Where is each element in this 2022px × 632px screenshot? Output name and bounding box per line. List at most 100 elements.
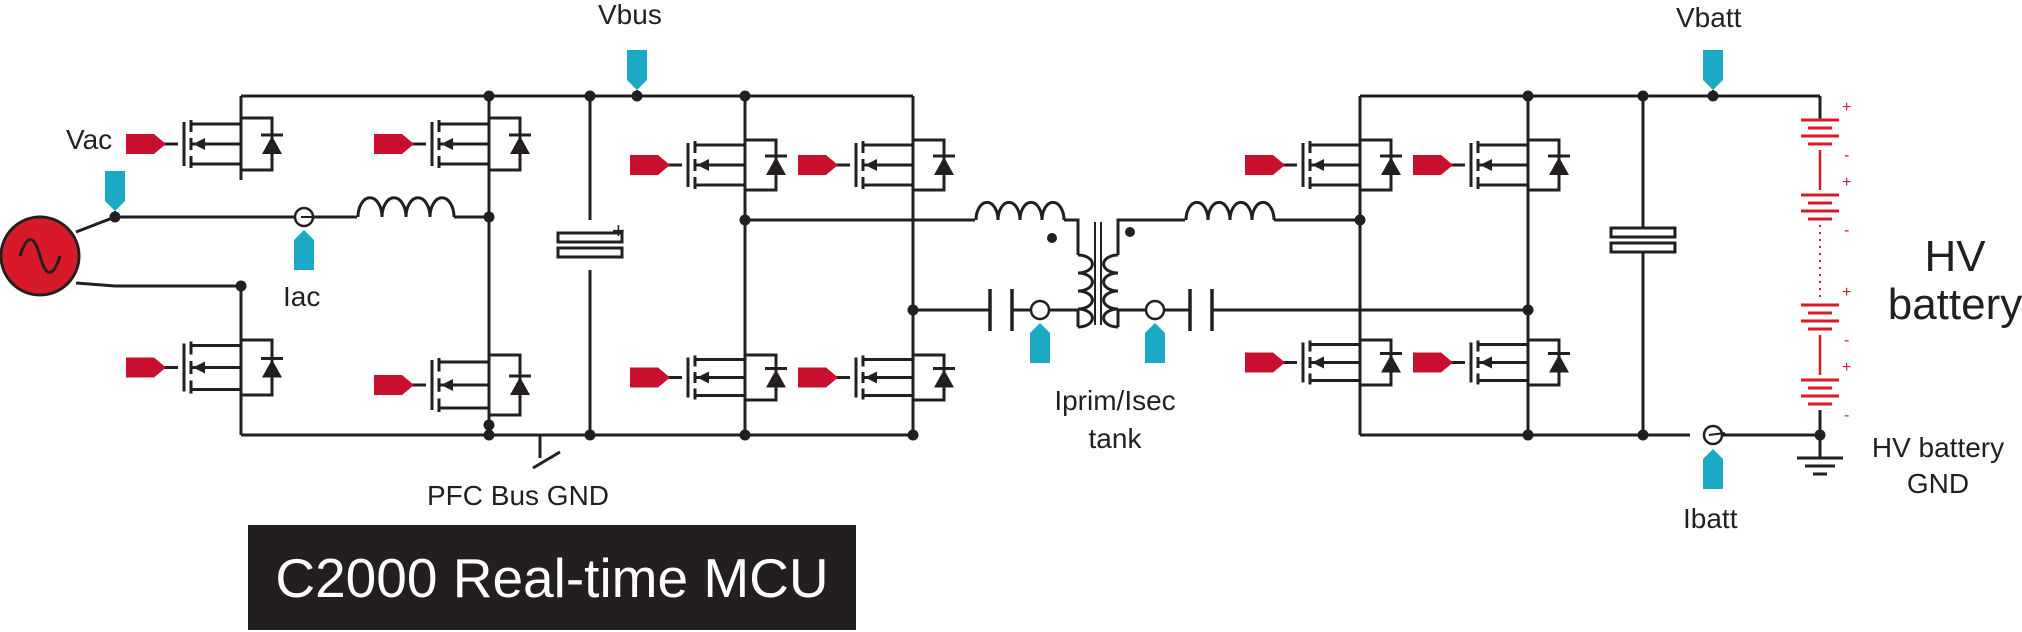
diode-lead (1528, 338, 1561, 387)
gate-drive-arrow-icon (1245, 155, 1285, 175)
hv-battery-gnd-line1: HV battery (1871, 432, 2005, 463)
mosfet-icon (854, 345, 955, 410)
junction-dot (1522, 90, 1534, 102)
body-arrow (1480, 159, 1492, 171)
sine-glyph (18, 238, 62, 274)
source-lead (191, 162, 243, 180)
gate-drive-arrow-icon (630, 155, 670, 175)
cap-plate (1609, 226, 1677, 239)
wire (75, 215, 304, 234)
inductor-icon (1077, 253, 1094, 329)
sense-probe-icon (1145, 323, 1165, 363)
drain-lead (863, 345, 915, 361)
vbus-label: Vbus (598, 0, 662, 30)
source-lead (1310, 183, 1362, 200)
body-lead (1310, 361, 1362, 381)
iprim-isec-label: Iprim/Isec tank (1030, 386, 1200, 454)
mosfet-icon (1301, 330, 1402, 395)
junction-dots (109, 90, 1826, 441)
battery-cell-icon: +- (1801, 359, 1851, 424)
gate-drive-arrow-icon (374, 134, 414, 154)
body-arrow (865, 371, 877, 384)
sense-probe-icon (1703, 50, 1723, 90)
body-lead (191, 142, 243, 164)
diode-lead (1360, 338, 1393, 387)
diode-triangle (262, 136, 282, 154)
mosfet-icon (1469, 130, 1570, 200)
inductor-icon (1102, 253, 1119, 329)
cell-minus: - (1844, 407, 1849, 424)
drain-lead (1478, 330, 1530, 346)
junction-dot (1814, 429, 1826, 441)
sense-points (105, 50, 1726, 489)
battery-cell-icon: +- (1801, 284, 1851, 349)
source-lead (439, 162, 491, 180)
sense-probe-icon (1703, 449, 1723, 489)
body-lead (1310, 163, 1362, 185)
body-arrow (441, 379, 453, 391)
mosfet-icon (182, 108, 283, 180)
junction-dot (739, 429, 751, 441)
body-lead (695, 163, 747, 185)
hv-battery-line1: HV (1924, 232, 1986, 281)
diode-lead (489, 353, 522, 417)
cell-minus: - (1844, 222, 1849, 239)
sense-probe-icon (294, 230, 314, 270)
cell-minus: - (1844, 332, 1849, 349)
junction-dot (483, 90, 495, 102)
junction-dot (483, 419, 495, 431)
hv-battery-line2: battery (1887, 280, 2022, 329)
body-arrow (193, 361, 205, 374)
junction-dot (739, 90, 751, 102)
capacitor-icon (988, 289, 1014, 331)
capacitor-icon (556, 231, 624, 259)
gate-drive-arrow-icon (126, 134, 166, 154)
cell-plus: + (1842, 359, 1851, 376)
body-lead (439, 383, 491, 408)
capacitor-icon (1188, 289, 1214, 331)
junction-dot (584, 90, 596, 102)
wires (75, 94, 1822, 470)
diode-triangle (766, 157, 786, 175)
gate-drive-arrow-icon (798, 367, 838, 388)
gate-drive-arrow-icon (630, 367, 670, 388)
body-arrow (1312, 356, 1324, 369)
battery-cell-icon: +- (1801, 174, 1851, 239)
current-probe (1029, 299, 1051, 321)
diode-triangle (262, 359, 282, 378)
cell-plus: + (1842, 99, 1851, 116)
body-lead (695, 376, 747, 396)
drain-lead (439, 108, 491, 126)
body-lead (863, 163, 915, 185)
source-lead (695, 183, 747, 200)
diode-triangle (1381, 157, 1401, 175)
junction-dot (235, 280, 247, 292)
drain-lead (1310, 130, 1362, 147)
source-lead (439, 406, 491, 425)
wire (1064, 218, 1080, 255)
gate-drive-arrow-icon (126, 357, 166, 378)
mcu-box: C2000 Real-time MCU (248, 525, 856, 630)
components: ++-+-+-+- (0, 99, 1851, 476)
junction-dot (483, 429, 495, 441)
sense-probe-icon (627, 50, 647, 90)
diode-triangle (934, 157, 954, 175)
gate-drive-arrow-icon (798, 155, 838, 175)
sense-probe-icon (105, 171, 125, 211)
polarity-dot (1047, 233, 1057, 243)
battery-cell-icon: +- (1801, 99, 1851, 164)
cap-plus: + (612, 218, 625, 243)
body-arrow (1480, 356, 1492, 369)
ground-icon (1797, 456, 1843, 476)
diode-triangle (766, 369, 786, 388)
mosfet-icon (1469, 330, 1570, 395)
gate-drive-arrow-icon (1413, 155, 1453, 175)
body-arrow (697, 371, 709, 384)
diode-triangle (934, 369, 954, 388)
hv-battery-gnd-label: HV battery GND (1858, 433, 2018, 499)
drain-lead (191, 330, 243, 347)
source-lead (1478, 379, 1530, 395)
cap-plate (556, 231, 624, 244)
wire (1116, 218, 1185, 255)
junction-dot (739, 214, 751, 226)
